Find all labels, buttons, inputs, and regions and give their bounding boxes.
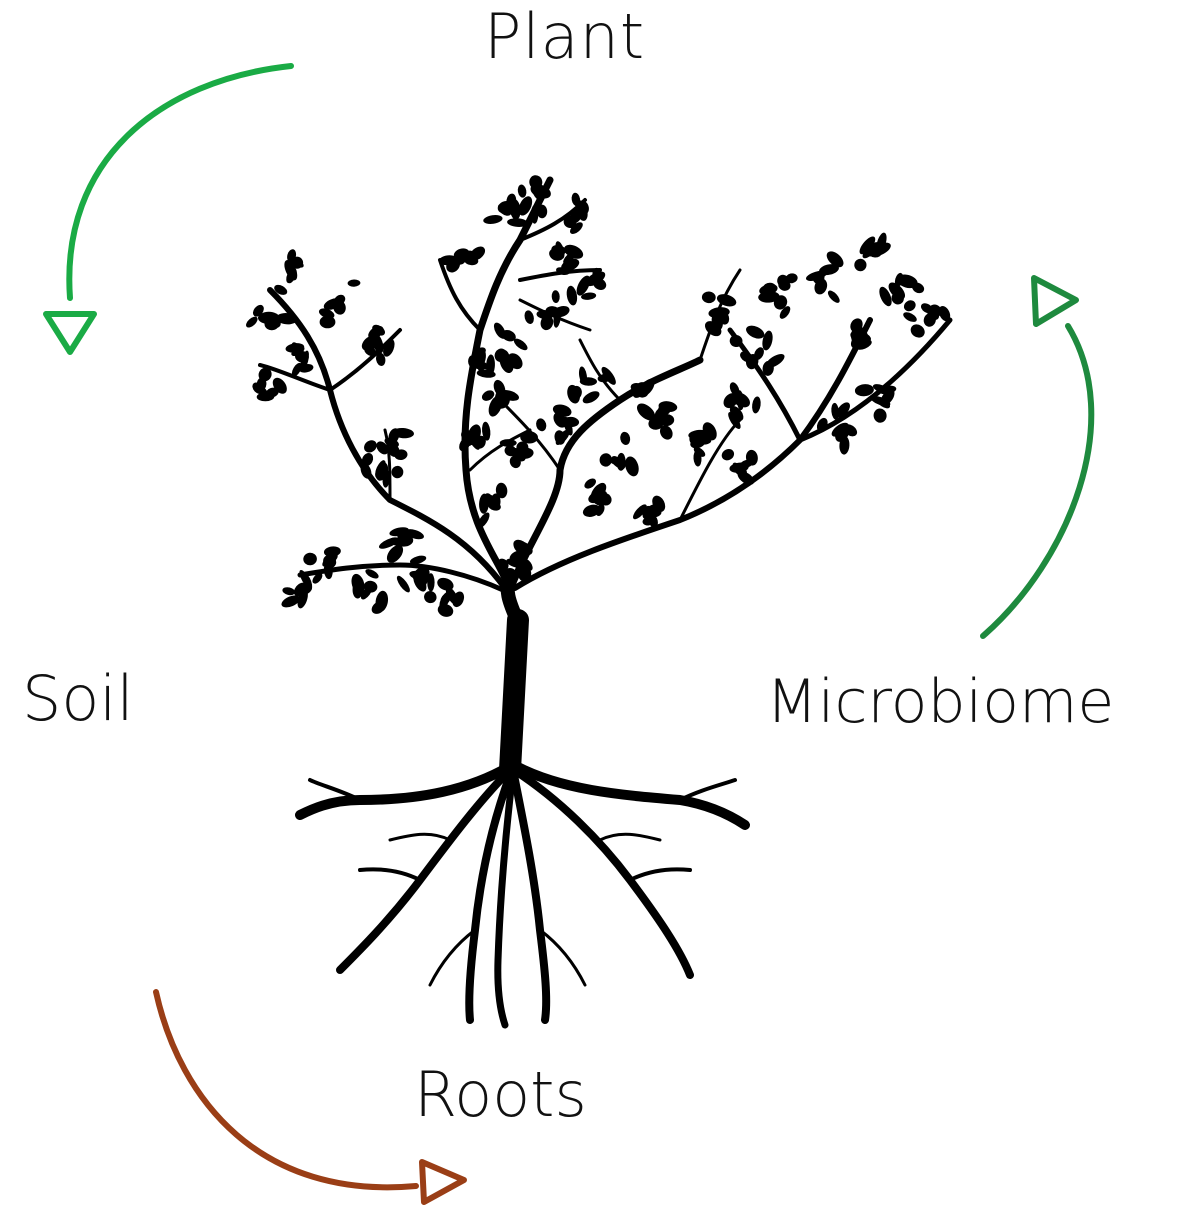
leaf: [826, 289, 842, 305]
leaf: [551, 290, 560, 303]
leaf: [702, 291, 717, 304]
leaf: [303, 552, 318, 566]
leaf: [523, 309, 535, 325]
roots-label: Roots: [414, 1064, 587, 1126]
leaf: [395, 574, 412, 594]
leaf: [720, 447, 736, 463]
leaf: [853, 258, 867, 272]
leaf: [623, 455, 641, 478]
leaf: [908, 322, 927, 341]
leaf: [902, 298, 918, 313]
leaf: [531, 205, 538, 224]
leaf: [902, 310, 919, 324]
leaf: [320, 316, 336, 329]
leaf: [500, 439, 517, 447]
leaf: [347, 279, 360, 287]
leaf: [427, 573, 434, 591]
soil-label: Soil: [22, 668, 134, 730]
leaf: [517, 184, 528, 198]
leaf: [364, 567, 380, 580]
leaf: [282, 586, 296, 596]
leaf: [565, 285, 578, 306]
leaf: [751, 396, 762, 414]
leaf: [580, 377, 597, 386]
leaf: [873, 408, 887, 423]
leaf: [581, 389, 602, 406]
leaf: [422, 589, 439, 606]
leaf: [599, 453, 613, 468]
leaf: [391, 465, 404, 479]
leaf: [744, 323, 766, 341]
leaf: [483, 214, 503, 225]
leaf: [244, 315, 259, 330]
leaf: [619, 431, 631, 446]
leaf: [535, 417, 548, 432]
microbiome-label: Microbiome: [766, 672, 1114, 732]
leaf: [258, 312, 280, 324]
plant-label: Plant: [484, 6, 645, 68]
leaf: [362, 438, 380, 455]
